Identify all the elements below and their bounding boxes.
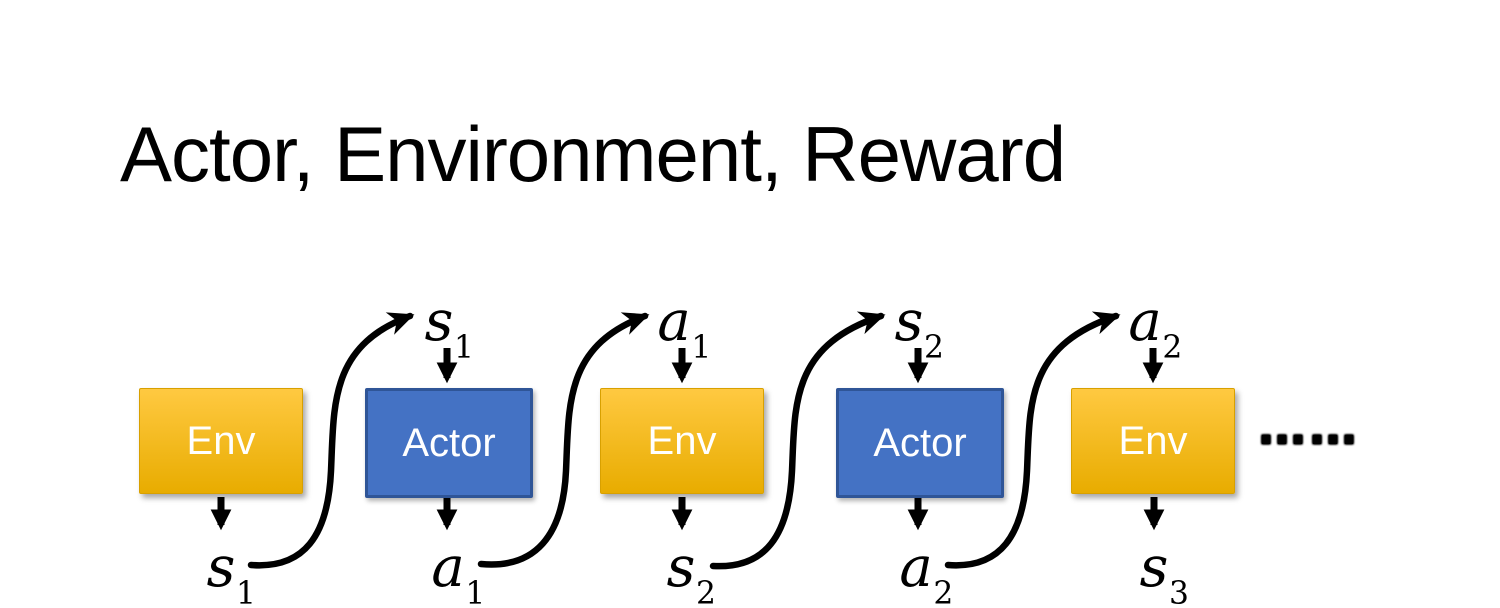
bottom-label-a1: a1: [403, 540, 513, 608]
top-label-a2-base: a: [1128, 289, 1162, 354]
top-label-s1-base: s: [424, 289, 454, 354]
top-label-s2-base: s: [894, 289, 924, 354]
bottom-label-a2-base: a: [899, 535, 933, 600]
actor-box-2: Actor: [836, 388, 1004, 498]
bottom-label-s3-sub: 3: [1169, 575, 1189, 608]
bottom-label-s3-base: s: [1139, 535, 1169, 600]
top-label-a1-sub: 1: [691, 329, 712, 366]
top-label-a2-sub: 2: [1162, 329, 1183, 366]
top-label-a2: a2: [1100, 294, 1210, 364]
bottom-label-s1-base: s: [206, 535, 236, 600]
env-box-2-label: Env: [647, 419, 717, 463]
bottom-label-a1-sub: 1: [465, 575, 486, 608]
bottom-label-s2: s2: [636, 540, 746, 608]
env-box-3: Env: [1071, 388, 1235, 494]
continuation-ellipsis: ……: [1258, 400, 1360, 456]
page-title: Actor, Environment, Reward: [120, 110, 1066, 198]
bottom-label-s2-base: s: [666, 535, 696, 600]
bottom-label-s3: s3: [1109, 540, 1219, 608]
bottom-label-s1-sub: 1: [236, 575, 256, 608]
bottom-label-s2-sub: 2: [696, 575, 716, 608]
bottom-label-s1: s1: [176, 540, 286, 608]
top-label-s2: s2: [864, 294, 974, 364]
env-box-1: Env: [139, 388, 303, 494]
env-box-3-label: Env: [1118, 419, 1188, 463]
actor-box-1-label: Actor: [402, 421, 496, 465]
top-label-a1-base: a: [657, 289, 691, 354]
bottom-label-a1-base: a: [431, 535, 465, 600]
actor-box-2-label: Actor: [873, 421, 967, 465]
env-box-2: Env: [600, 388, 764, 494]
env-box-1-label: Env: [186, 419, 256, 463]
top-label-s1: s1: [394, 294, 504, 364]
bottom-label-a2-sub: 2: [933, 575, 954, 608]
top-label-s2-sub: 2: [924, 329, 944, 366]
bottom-label-a2: a2: [871, 540, 981, 608]
actor-box-1: Actor: [365, 388, 533, 498]
top-label-a1: a1: [629, 294, 739, 364]
top-label-s1-sub: 1: [454, 329, 474, 366]
